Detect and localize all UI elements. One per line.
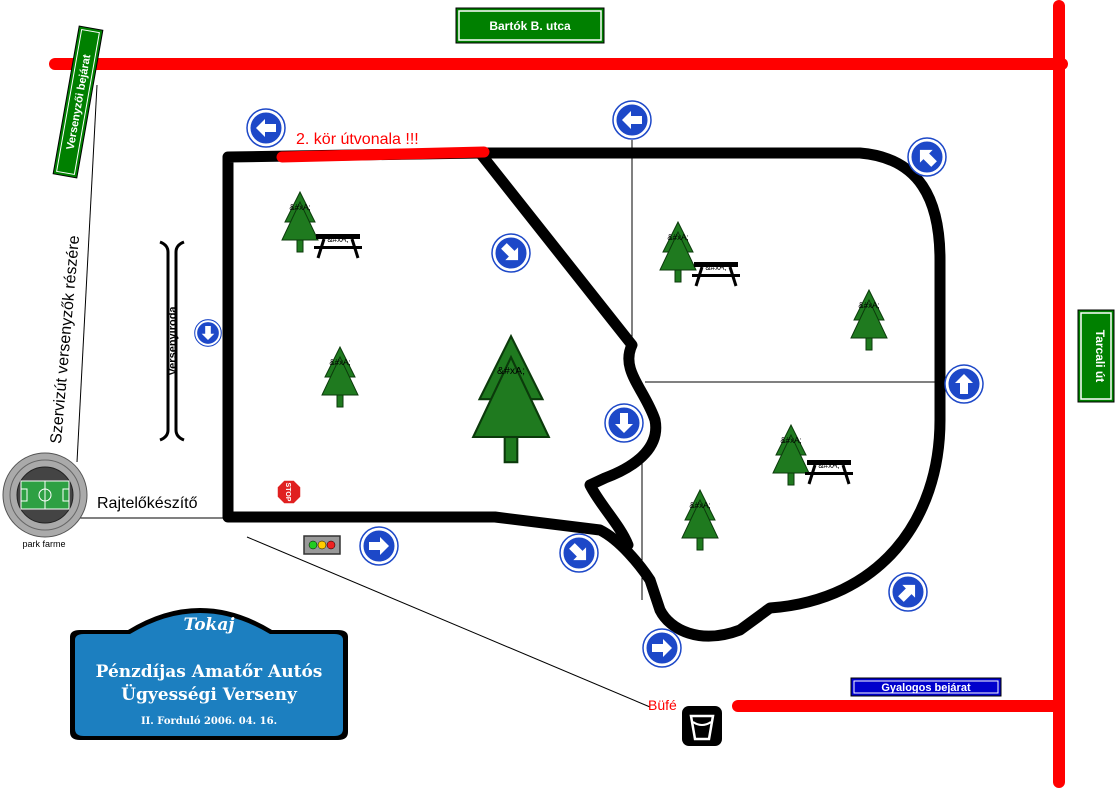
street-sign-bartok: Bartók B. utca xyxy=(455,7,605,44)
svg-text:&#xA;: &#xA; xyxy=(289,203,310,212)
street-sign-gyalogos: Gyalogos bejárat xyxy=(850,677,1002,697)
picnic-table-icon-3: &#xA; xyxy=(803,458,855,486)
tree-icon-6: &#xA; xyxy=(681,489,719,551)
arrow-left-sign-2 xyxy=(611,99,653,141)
svg-text:Gyalogos bejárat: Gyalogos bejárat xyxy=(881,682,971,694)
traffic-light-icon xyxy=(303,535,341,555)
svg-text:Tarcali út: Tarcali út xyxy=(1093,330,1107,382)
tree-icon-5: &#xA; xyxy=(772,424,810,486)
event-banner: Tokaj Pénzdíjas Amatőr Autós Ügyességi V… xyxy=(70,608,348,740)
service-road-line xyxy=(76,84,98,463)
svg-text:&#xA;: &#xA; xyxy=(497,365,525,377)
stop-sign-icon: STOP xyxy=(276,479,302,505)
banner-line-2: Ügyességi Verseny xyxy=(121,684,298,705)
banner-line-3: II. Forduló 2006. 04. 16. xyxy=(141,716,277,727)
race-office-bracket-right xyxy=(174,240,185,442)
tree-icon-4: &#xA; xyxy=(850,289,888,351)
tree-icon-2: &#xA; xyxy=(659,221,697,283)
arrow-diagonal-sign-2 xyxy=(482,224,540,282)
cup-icon xyxy=(682,706,722,746)
picnic-table-icon-2: &#xA; xyxy=(690,260,742,288)
svg-text:&#xA;: &#xA; xyxy=(329,358,350,367)
svg-text:STOP: STOP xyxy=(284,483,291,502)
arrow-down-sign-2 xyxy=(603,402,645,444)
arrow-up-sign xyxy=(943,363,985,405)
race-office-label: Versenyiroda xyxy=(167,306,179,376)
svg-text:&#xA;: &#xA; xyxy=(780,436,801,445)
svg-text:&#xA;: &#xA; xyxy=(705,263,726,272)
banner-line-1: Pénzdíjas Amatőr Autós xyxy=(96,662,323,682)
tree-icon-3: &#xA; xyxy=(321,346,359,408)
race-office-bracket-left xyxy=(159,240,170,442)
second-lap-route xyxy=(276,146,490,163)
tree-icon-1: &#xA; xyxy=(281,191,319,253)
race-track-inner xyxy=(474,147,662,551)
svg-text:&#xA;: &#xA; xyxy=(667,233,688,242)
service-road-label: Szervizút versenyzők részére xyxy=(48,235,83,445)
banner-town: Tokaj xyxy=(184,615,236,635)
second-lap-label: 2. kör útvonala !!! xyxy=(296,131,419,148)
arrow-right-sign-1 xyxy=(358,525,400,567)
picnic-table-icon-1: &#xA; xyxy=(312,232,364,260)
street-sign-versenyzoi: Versenyzői bejárat xyxy=(52,25,104,179)
arrow-down-sign-1 xyxy=(193,318,223,348)
svg-text:&#xA;: &#xA; xyxy=(818,461,839,470)
svg-text:&#xA;: &#xA; xyxy=(327,235,348,244)
street-sign-tarcali: Tarcali út xyxy=(1077,309,1115,403)
buffet-line xyxy=(246,536,651,708)
arrow-diagonal-sign-4 xyxy=(879,563,937,621)
stadium-icon xyxy=(2,452,88,538)
arrow-left-sign-1 xyxy=(245,107,287,149)
race-track-outer xyxy=(222,147,946,642)
buffet-label: Büfé xyxy=(648,697,677,713)
svg-text:Bartók B. utca: Bartók B. utca xyxy=(489,19,571,33)
start-prep-label: Rajtelőkészítő xyxy=(97,495,198,512)
park-label: park farme xyxy=(22,539,65,549)
tree-icon-large: &#xA; xyxy=(472,335,550,464)
arrow-right-sign-2 xyxy=(641,627,683,669)
svg-text:&#xA;: &#xA; xyxy=(689,501,710,510)
svg-text:&#xA;: &#xA; xyxy=(858,301,879,310)
